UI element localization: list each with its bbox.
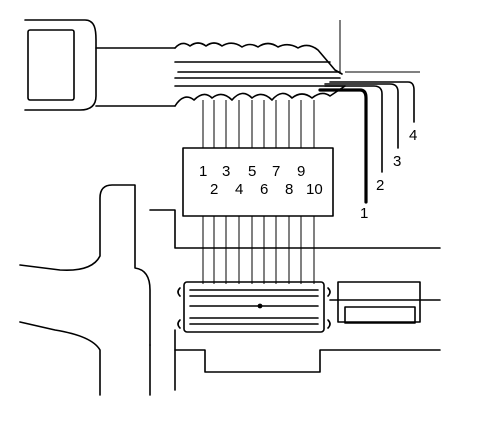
key-bow: [24, 19, 176, 111]
track-label-3: 3: [393, 153, 401, 170]
track-lines: [318, 71, 420, 204]
position-label-box: [182, 147, 334, 217]
key-blade: [174, 20, 346, 107]
cut-position-label-1: 1: [199, 163, 207, 180]
cut-position-label-6: 6: [260, 181, 268, 198]
track-label-4: 4: [409, 127, 417, 144]
cut-position-label-2: 2: [210, 181, 218, 198]
connector: [177, 281, 331, 333]
cut-position-label-5: 5: [248, 163, 256, 180]
cut-position-label-10: 10: [306, 181, 323, 198]
lock-housing: [19, 184, 441, 396]
track-label-1: 1: [360, 205, 368, 222]
cut-position-label-4: 4: [235, 181, 243, 198]
cut-position-label-7: 7: [272, 163, 280, 180]
cut-position-label-3: 3: [222, 163, 230, 180]
cut-position-label-9: 9: [297, 163, 305, 180]
cut-position-label-8: 8: [285, 181, 293, 198]
track-label-2: 2: [376, 177, 384, 194]
cut-guide-lines: [202, 100, 315, 284]
